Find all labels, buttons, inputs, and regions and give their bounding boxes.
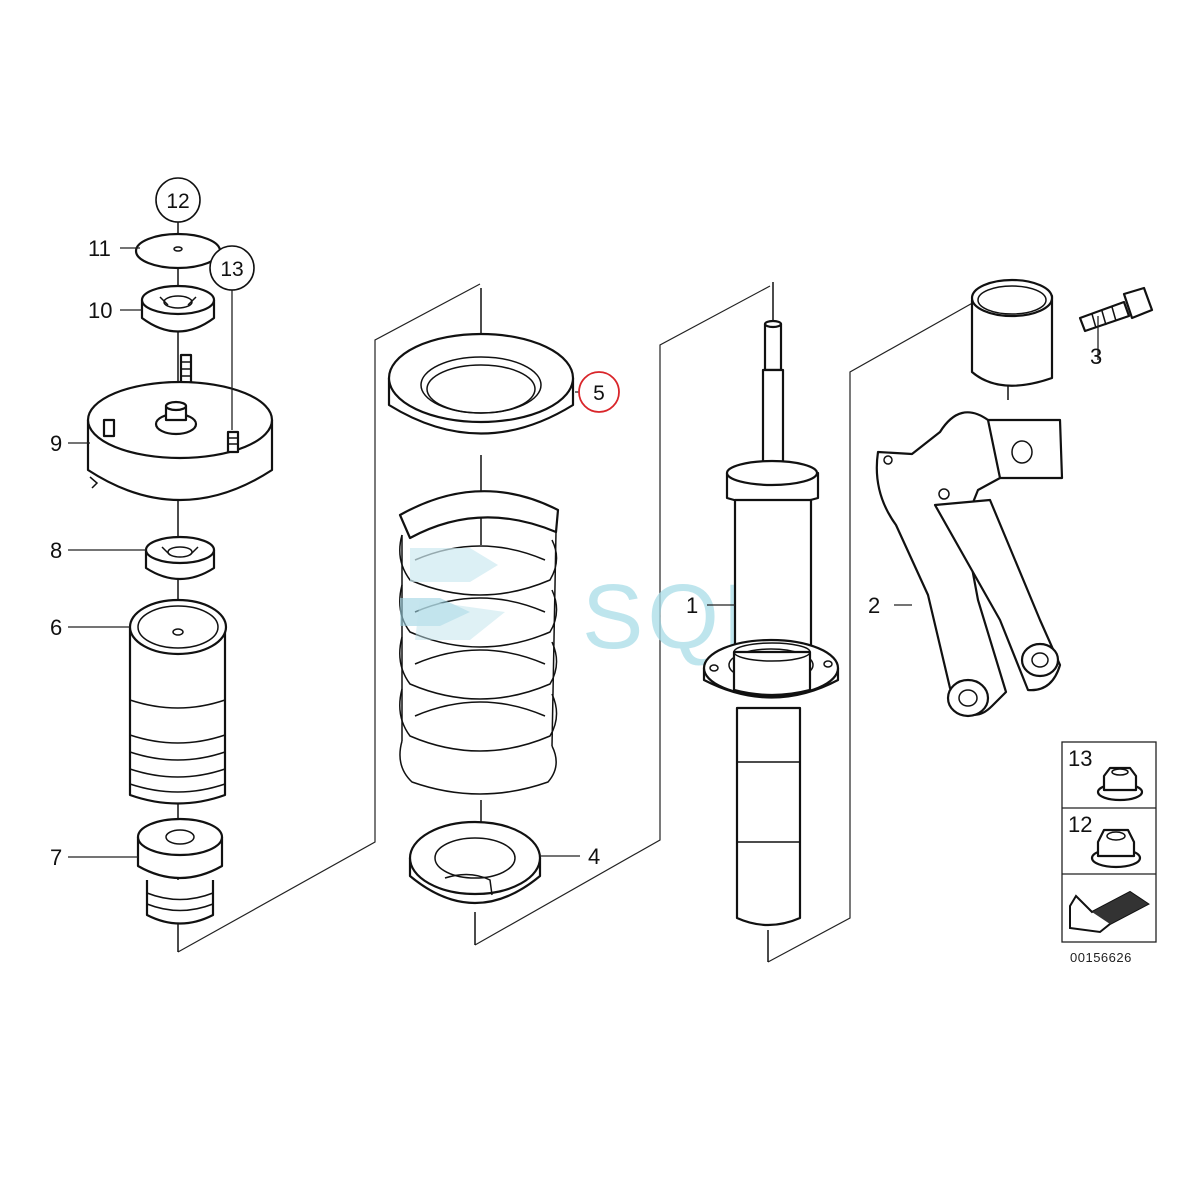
mount-part-10 — [140, 284, 216, 333]
part-label-4: 4 — [588, 844, 600, 869]
washer-part-11 — [134, 232, 222, 270]
assembly-frame-lines — [177, 282, 1009, 963]
legend-box: 13 12 00156626 — [1061, 741, 1157, 965]
mount-part-8 — [144, 535, 216, 580]
label-circle-12 — [155, 177, 201, 223]
part-label-11: 11 — [88, 236, 111, 261]
top-mount-stack — [86, 218, 274, 952]
highlight-circle-5 — [578, 371, 620, 413]
legend-label-13: 13 — [1068, 746, 1092, 771]
part-labels: 12 13 11 10 9 8 6 7 5 4 1 2 3 — [50, 177, 1102, 870]
stud-part — [179, 353, 193, 385]
spring-assembly — [387, 288, 575, 945]
part-label-12: 12 — [166, 190, 189, 213]
steering-knuckle-part-2 — [875, 278, 1064, 718]
dust-boot-part-6 — [128, 598, 228, 805]
part-label-5: 5 — [593, 382, 605, 405]
spring-seat-part-4 — [408, 820, 542, 904]
part-label-2: 2 — [868, 593, 880, 618]
part-label-3: 3 — [1090, 344, 1102, 369]
shock-absorber-part-1 — [702, 282, 840, 962]
part-label-10: 10 — [88, 298, 112, 323]
leader-lines — [68, 247, 1099, 858]
part-label-7: 7 — [50, 845, 62, 870]
bump-stop-part-7 — [136, 817, 224, 925]
bolt-part-3 — [1078, 286, 1154, 333]
label-circle-13 — [209, 245, 255, 291]
part-label-1: 1 — [686, 593, 698, 618]
direction-arrow-icon — [1069, 890, 1150, 934]
part-label-9: 9 — [50, 431, 62, 456]
part-label-8: 8 — [50, 538, 62, 563]
coil-spring-part — [398, 490, 560, 795]
part-label-6: 6 — [50, 615, 62, 640]
strut-mount-part-9 — [86, 380, 274, 501]
flange-nut-12-icon — [1090, 828, 1142, 869]
legend-label-12: 12 — [1068, 812, 1092, 837]
spring-seat-part-5 — [387, 332, 575, 435]
flange-nut-13-icon — [1096, 766, 1144, 802]
diagram-code: 00156626 — [1070, 950, 1132, 965]
part-label-13: 13 — [220, 258, 243, 281]
